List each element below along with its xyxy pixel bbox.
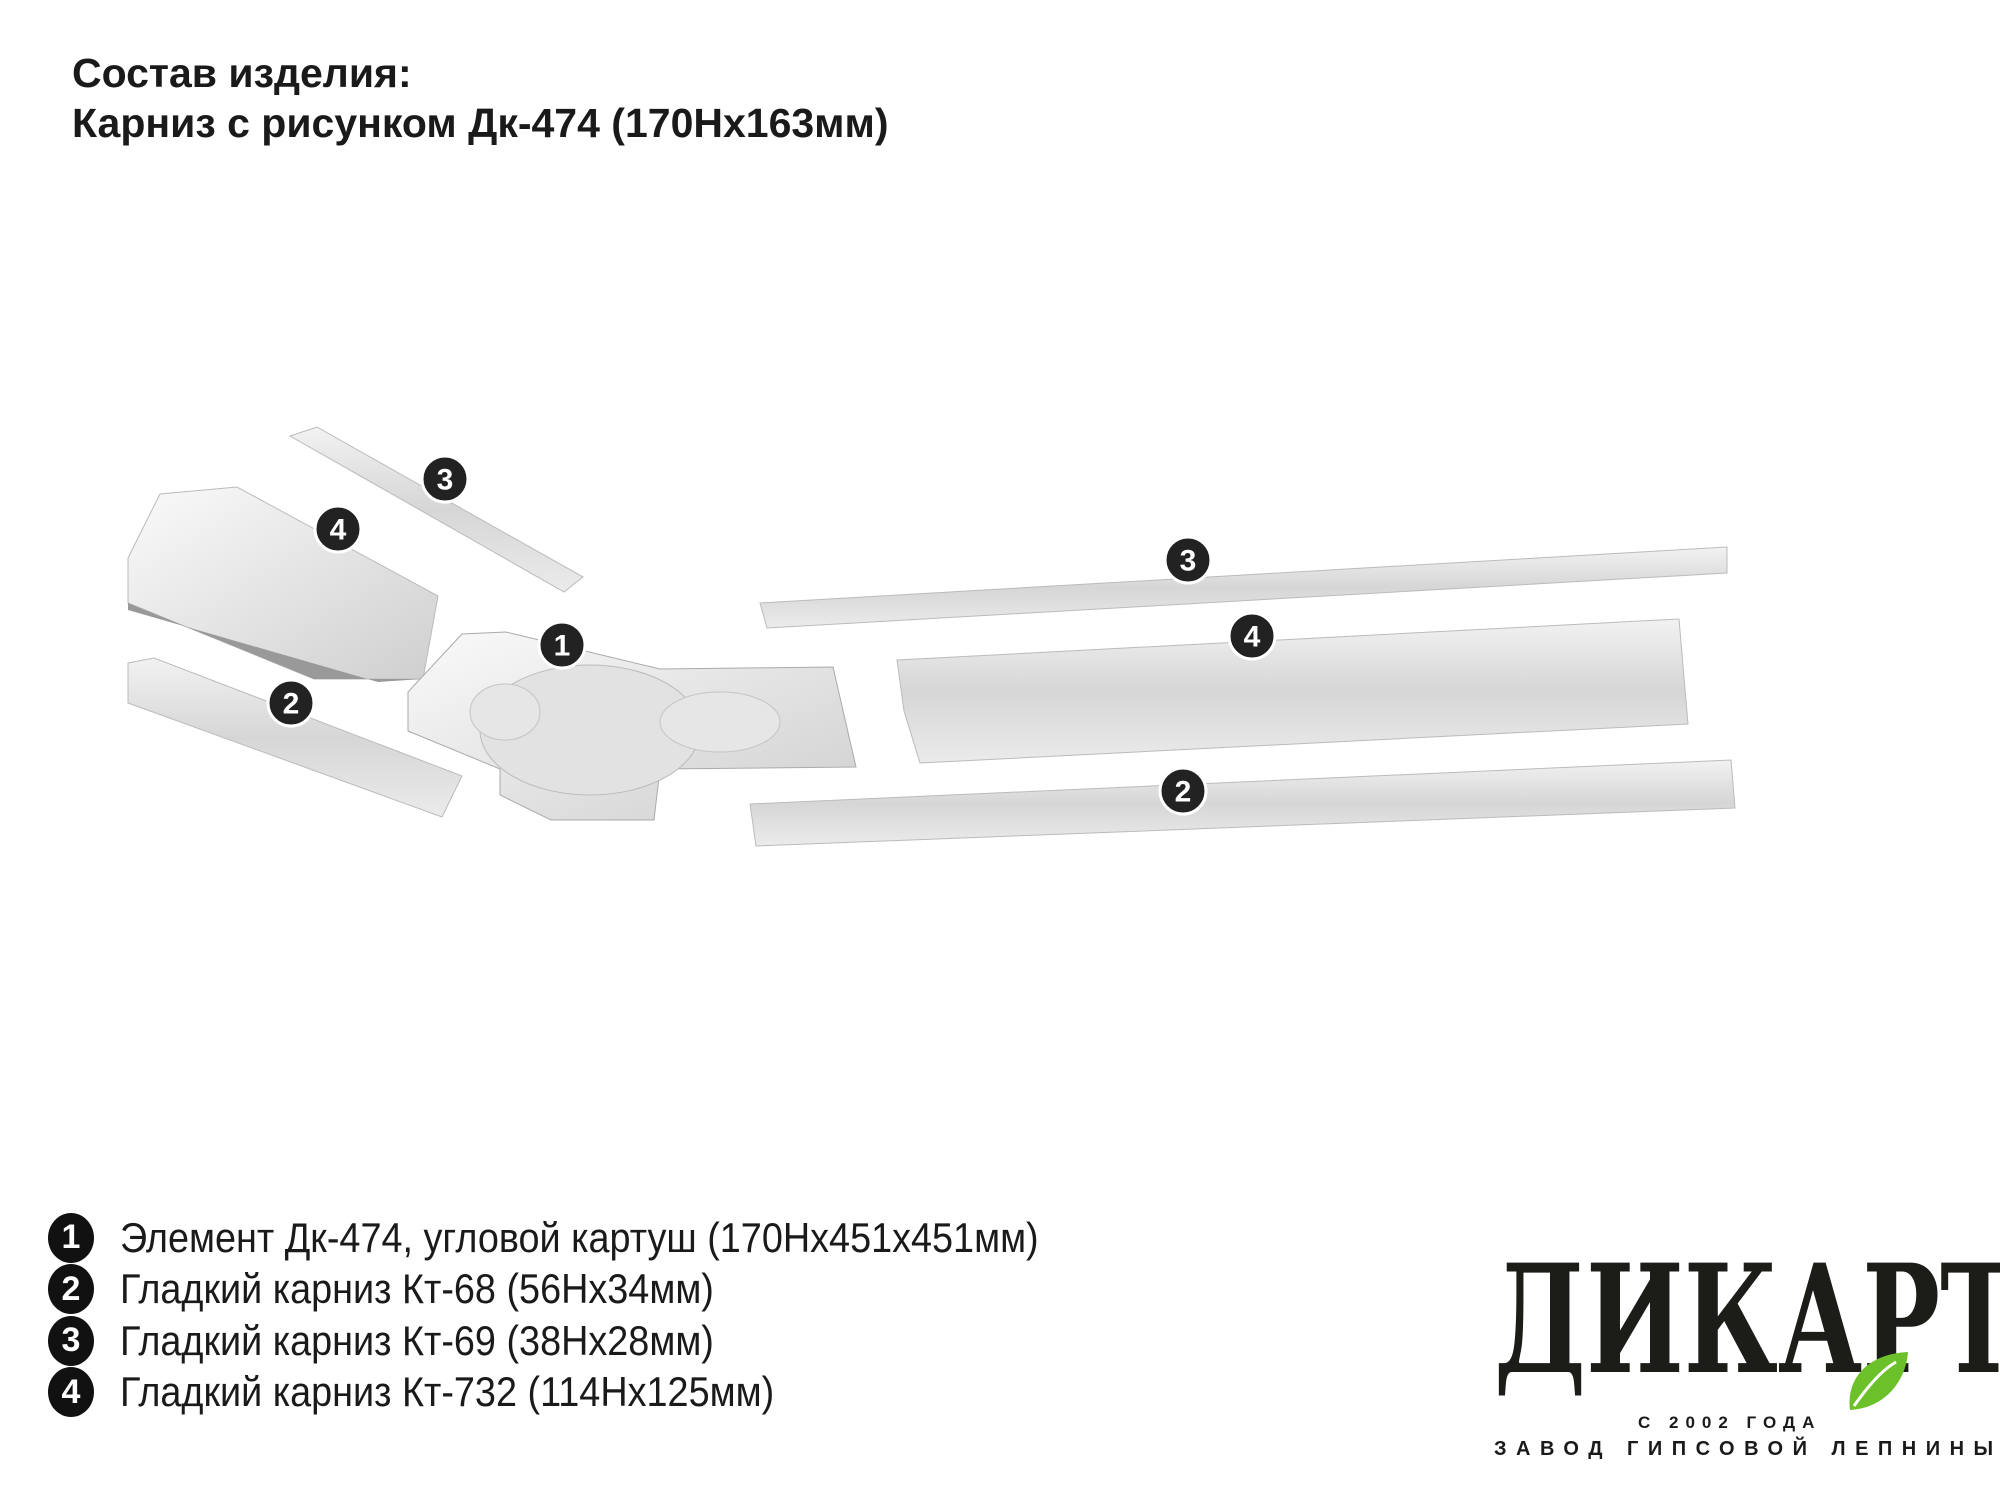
badge-right-4: 4 [1227,611,1277,661]
legend-text: Гладкий карниз Кт-732 (114Нх125мм) [120,1368,775,1416]
moulding-right-kt68 [749,759,1736,847]
legend-number: 3 [48,1315,94,1366]
moulding-left-kt68 [127,657,463,818]
corner-cartouche-dk474 [407,631,857,821]
logo-wordmark: ДИКАРТ [1494,1232,2000,1408]
moulding-right-kt732 [896,618,1689,764]
badge-number: 1 [554,630,571,663]
badge-left-4: 4 [313,504,363,554]
badge-right-2: 2 [1158,766,1208,816]
parts-legend: 1 Элемент Дк-474, угловой картуш (170Нх45… [48,1212,1141,1418]
badge-number: 2 [283,688,300,721]
legend-number: 2 [48,1264,94,1315]
logo-subtitle: ЗАВОД ГИПСОВОЙ ЛЕПНИНЫ [1494,1438,2000,1460]
badge-number: 4 [330,514,347,547]
badge-right-3: 3 [1163,535,1213,585]
title-line-2: Карниз с рисунком Дк-474 (170Нх163мм) [72,100,889,146]
logo-since: С 2002 ГОДА [1638,1413,1822,1432]
badge-left-2: 2 [266,678,316,728]
badge-number: 3 [1180,545,1197,578]
badge-number: 4 [1244,621,1261,654]
badge-number: 2 [1175,776,1192,809]
legend-text: Элемент Дк-474, угловой картуш (170Нх451… [120,1213,1039,1261]
moulding-right-kt69 [759,546,1728,629]
moulding-left-kt732 [127,486,439,682]
moulding-left-kt69 [288,426,584,593]
legend-text: Гладкий карниз Кт-68 (56Нх34мм) [120,1265,714,1313]
badge-number: 3 [437,464,454,497]
legend-item: 4 Гладкий карниз Кт-732 (114Нх125мм) [48,1367,1141,1419]
legend-item: 3 Гладкий карниз Кт-69 (38Нх28мм) [48,1315,1141,1367]
legend-item: 2 Гладкий карниз Кт-68 (56Нх34мм) [48,1264,1141,1316]
legend-number: 4 [48,1367,94,1418]
title-line-1: Состав изделия: [72,50,412,96]
legend-item: 1 Элемент Дк-474, угловой картуш (170Нх45… [48,1212,1141,1264]
badge-corner-1: 1 [537,620,587,670]
leaf-icon [1849,1352,1908,1410]
legend-number: 1 [48,1212,94,1263]
legend-text: Гладкий карниз Кт-69 (38Нх28мм) [120,1316,714,1364]
page-title: Состав изделия: Карниз с рисунком Дк-474… [72,48,889,148]
badge-left-3: 3 [420,454,470,504]
